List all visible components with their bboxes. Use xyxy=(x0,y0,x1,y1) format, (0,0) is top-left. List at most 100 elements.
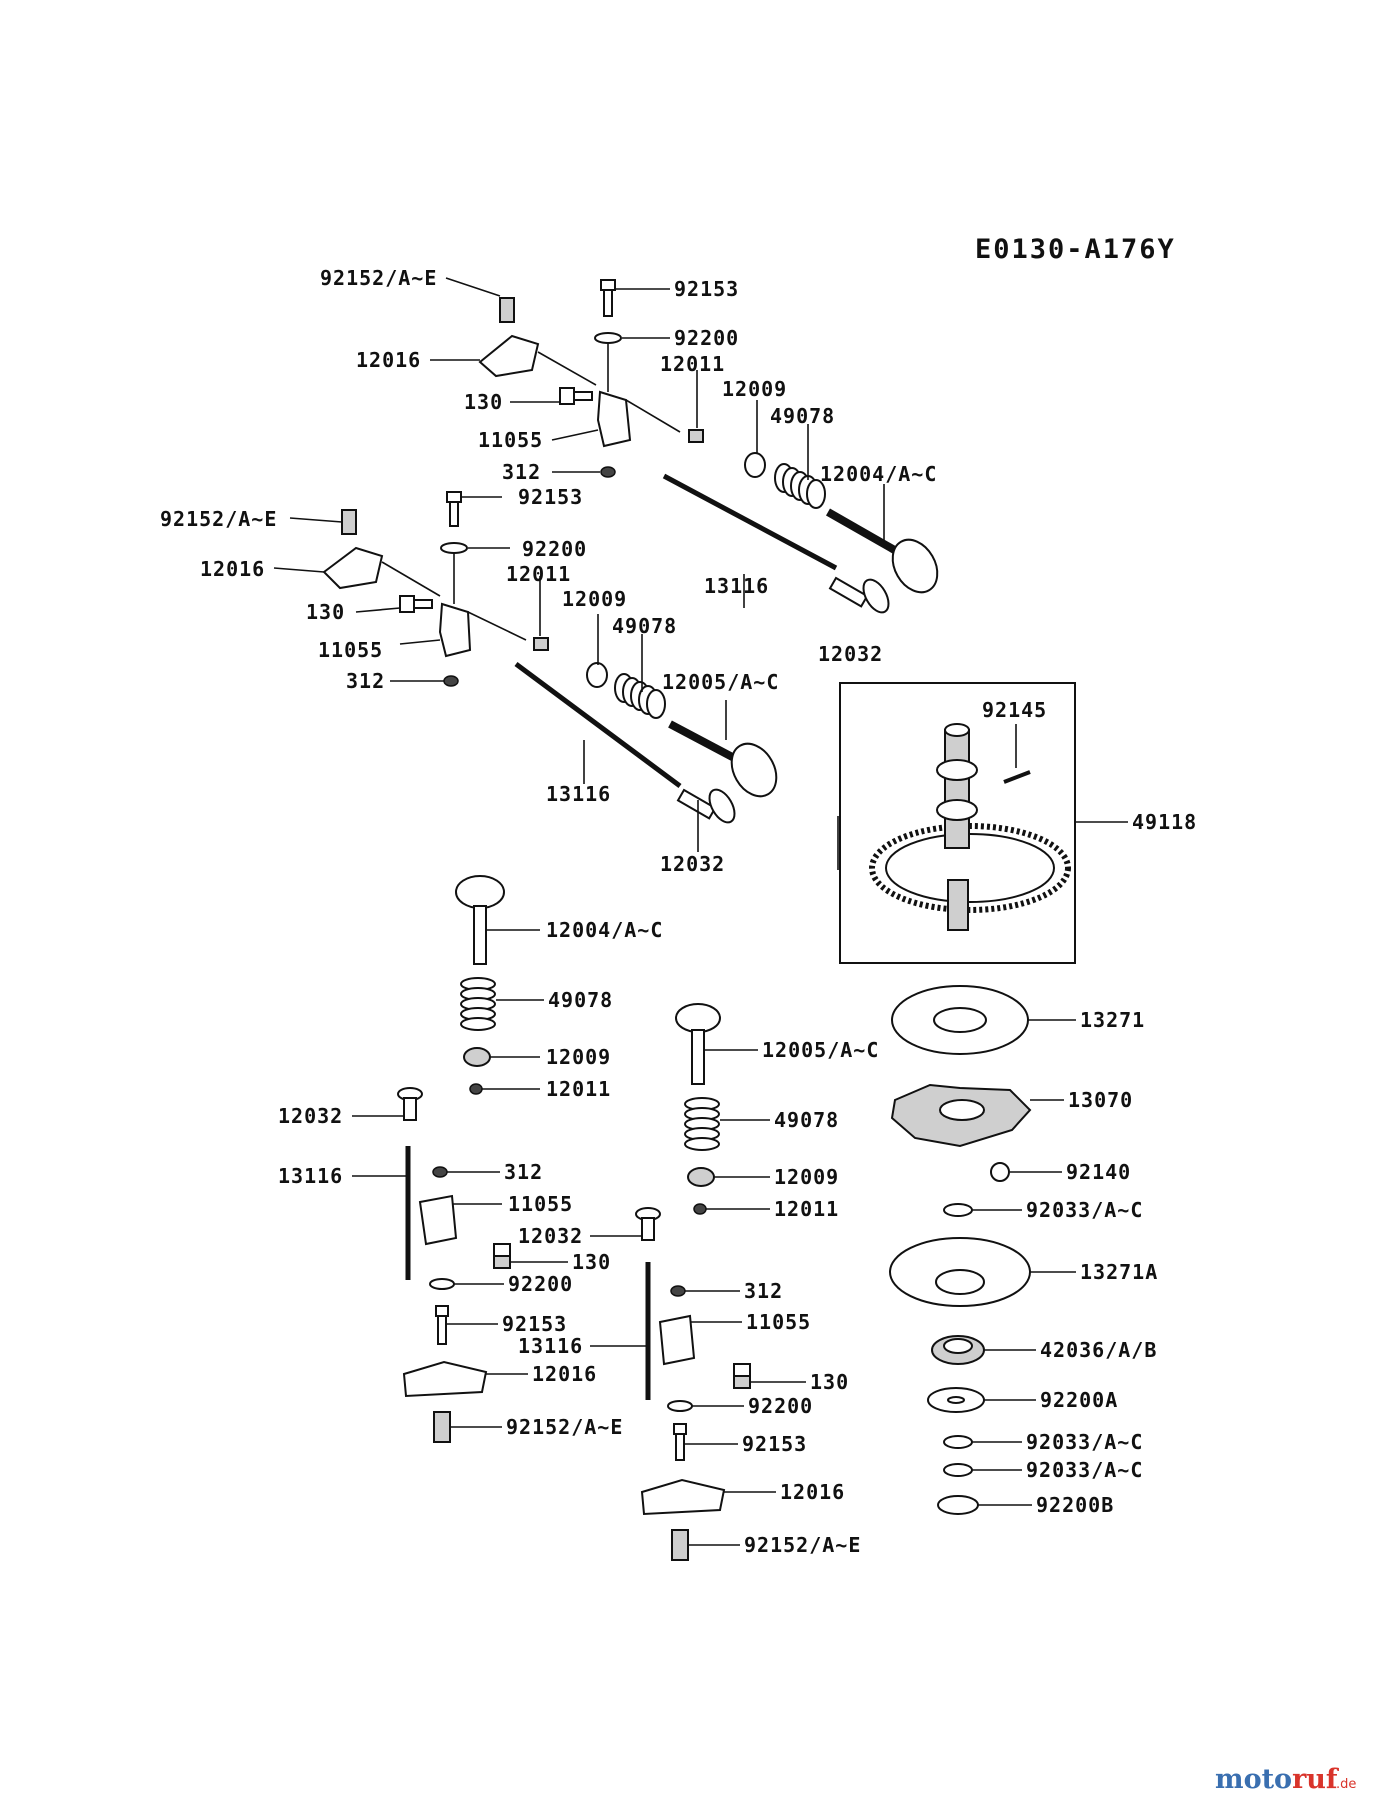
callout-49118: 49118 xyxy=(1132,810,1197,834)
callout-312: 312 xyxy=(346,669,385,693)
spring-49078-b xyxy=(614,673,666,719)
bolt-92153-la xyxy=(435,1305,449,1345)
circlip-92033-b xyxy=(943,1435,973,1449)
spring-49078-a xyxy=(774,463,826,509)
callout-42036: 42036/A/B xyxy=(1040,1338,1157,1362)
callout-12004: 12004/A~C xyxy=(820,462,937,486)
nut-312-b xyxy=(443,675,459,687)
collar-92152-b xyxy=(341,509,357,535)
nut-312-lb xyxy=(670,1285,686,1297)
callout-12009: 12009 xyxy=(546,1045,611,1069)
valve-12005-b xyxy=(668,720,778,798)
callout-12016: 12016 xyxy=(780,1480,845,1504)
motoruf-watermark: motoruf .de xyxy=(1215,1764,1356,1795)
lower-assembly-b xyxy=(635,1003,751,1561)
rocker-arm-12016-a xyxy=(478,334,540,378)
callout-12009: 12009 xyxy=(722,377,787,401)
bracket-11055-a xyxy=(596,390,632,448)
callout-92200A: 92200A xyxy=(1040,1388,1118,1412)
seat-12009-la xyxy=(463,1047,491,1067)
camshaft xyxy=(944,729,970,849)
valve-12004-a xyxy=(826,508,939,594)
gear-42036 xyxy=(931,1335,985,1365)
seat-12009-a xyxy=(744,452,766,478)
seat-12009-lb xyxy=(687,1167,715,1187)
callout-130: 130 xyxy=(464,390,503,414)
governor-assembly xyxy=(889,985,1032,1515)
bracket-11055-b xyxy=(438,602,472,658)
callout-92153: 92153 xyxy=(674,277,739,301)
bolt-130-a xyxy=(559,387,593,405)
callout-labels: 92153 92152/A~E 92200 12016 12011 12009 … xyxy=(160,266,1197,1557)
watermark-part: moto xyxy=(1215,1764,1292,1795)
watermark-text: motoruf xyxy=(1215,1764,1340,1795)
tappet-12032-a xyxy=(828,576,890,614)
rocker-arm-12016-la xyxy=(402,1360,488,1398)
callout-12011: 12011 xyxy=(546,1077,611,1101)
callout-12032: 12032 xyxy=(278,1104,343,1128)
callout-92200: 92200 xyxy=(522,537,587,561)
spring-49078-lb xyxy=(684,1097,720,1151)
callout-12005: 12005/A~C xyxy=(662,670,779,694)
diagram-code: E0130-A176Y xyxy=(975,234,1176,265)
callout-312: 312 xyxy=(502,460,541,484)
ball-92140 xyxy=(990,1162,1010,1182)
callout-92153: 92153 xyxy=(502,1312,567,1336)
callout-13271: 13271 xyxy=(1080,1008,1145,1032)
callout-12004: 12004/A~C xyxy=(546,918,663,942)
camshaft-group-49118 xyxy=(839,682,1128,964)
camshaft-box xyxy=(839,682,1076,964)
cap-12011-a xyxy=(688,429,704,443)
callout-49078: 49078 xyxy=(770,404,835,428)
watermark-part: ruf xyxy=(1292,1764,1340,1795)
cap-12011-lb xyxy=(693,1203,707,1215)
callout-12032: 12032 xyxy=(660,852,725,876)
spring-92145 xyxy=(1003,770,1031,784)
callout-130: 130 xyxy=(810,1370,849,1394)
collar-92152-a xyxy=(499,297,515,323)
callout-13116: 13116 xyxy=(518,1334,583,1358)
washer-92200-a xyxy=(594,332,622,344)
callout-92153: 92153 xyxy=(518,485,583,509)
push-rod-13116-a xyxy=(662,473,838,571)
watermark-tld: .de xyxy=(1336,1777,1356,1792)
washer-92200-b xyxy=(440,542,468,554)
nut-312-la xyxy=(432,1166,448,1178)
bracket-11055-la xyxy=(418,1194,458,1246)
callout-92152: 92152/A~E xyxy=(320,266,437,290)
callout-12016: 12016 xyxy=(356,348,421,372)
bolt-130-b xyxy=(399,595,433,613)
callout-12009: 12009 xyxy=(562,587,627,611)
callout-13116: 13116 xyxy=(278,1164,343,1188)
callout-11055: 11055 xyxy=(478,428,543,452)
callout-12009: 12009 xyxy=(774,1165,839,1189)
callout-13070: 13070 xyxy=(1068,1088,1133,1112)
circlip-92033-a xyxy=(943,1203,973,1217)
bracket-11055-lb xyxy=(658,1314,696,1366)
callout-12005: 12005/A~C xyxy=(762,1038,879,1062)
bolt-92153-lb xyxy=(673,1423,687,1461)
callout-92145: 92145 xyxy=(982,698,1047,722)
tappet-12032-b xyxy=(676,788,736,824)
callout-12011: 12011 xyxy=(660,352,725,376)
callout-12016: 12016 xyxy=(200,557,265,581)
valve-12005-lb xyxy=(675,1003,721,1085)
callout-92033: 92033/A~C xyxy=(1026,1458,1143,1482)
nut-312-a xyxy=(600,466,616,478)
spring-49078-la xyxy=(460,977,496,1031)
callout-92033: 92033/A~C xyxy=(1026,1430,1143,1454)
callout-11055: 11055 xyxy=(746,1310,811,1334)
callout-11055: 11055 xyxy=(318,638,383,662)
leader-lines xyxy=(273,277,1076,1546)
callout-12011: 12011 xyxy=(774,1197,839,1221)
bolt-92153-a xyxy=(600,279,616,317)
callout-13116: 13116 xyxy=(704,574,769,598)
callout-92200B: 92200B xyxy=(1036,1493,1114,1517)
washer-92200-la xyxy=(429,1278,455,1290)
washer-92200-lb xyxy=(667,1400,693,1412)
callout-312: 312 xyxy=(504,1160,543,1184)
callout-312: 312 xyxy=(744,1279,783,1303)
callout-92152: 92152/A~E xyxy=(506,1415,623,1439)
seat-12009-b xyxy=(586,662,608,688)
